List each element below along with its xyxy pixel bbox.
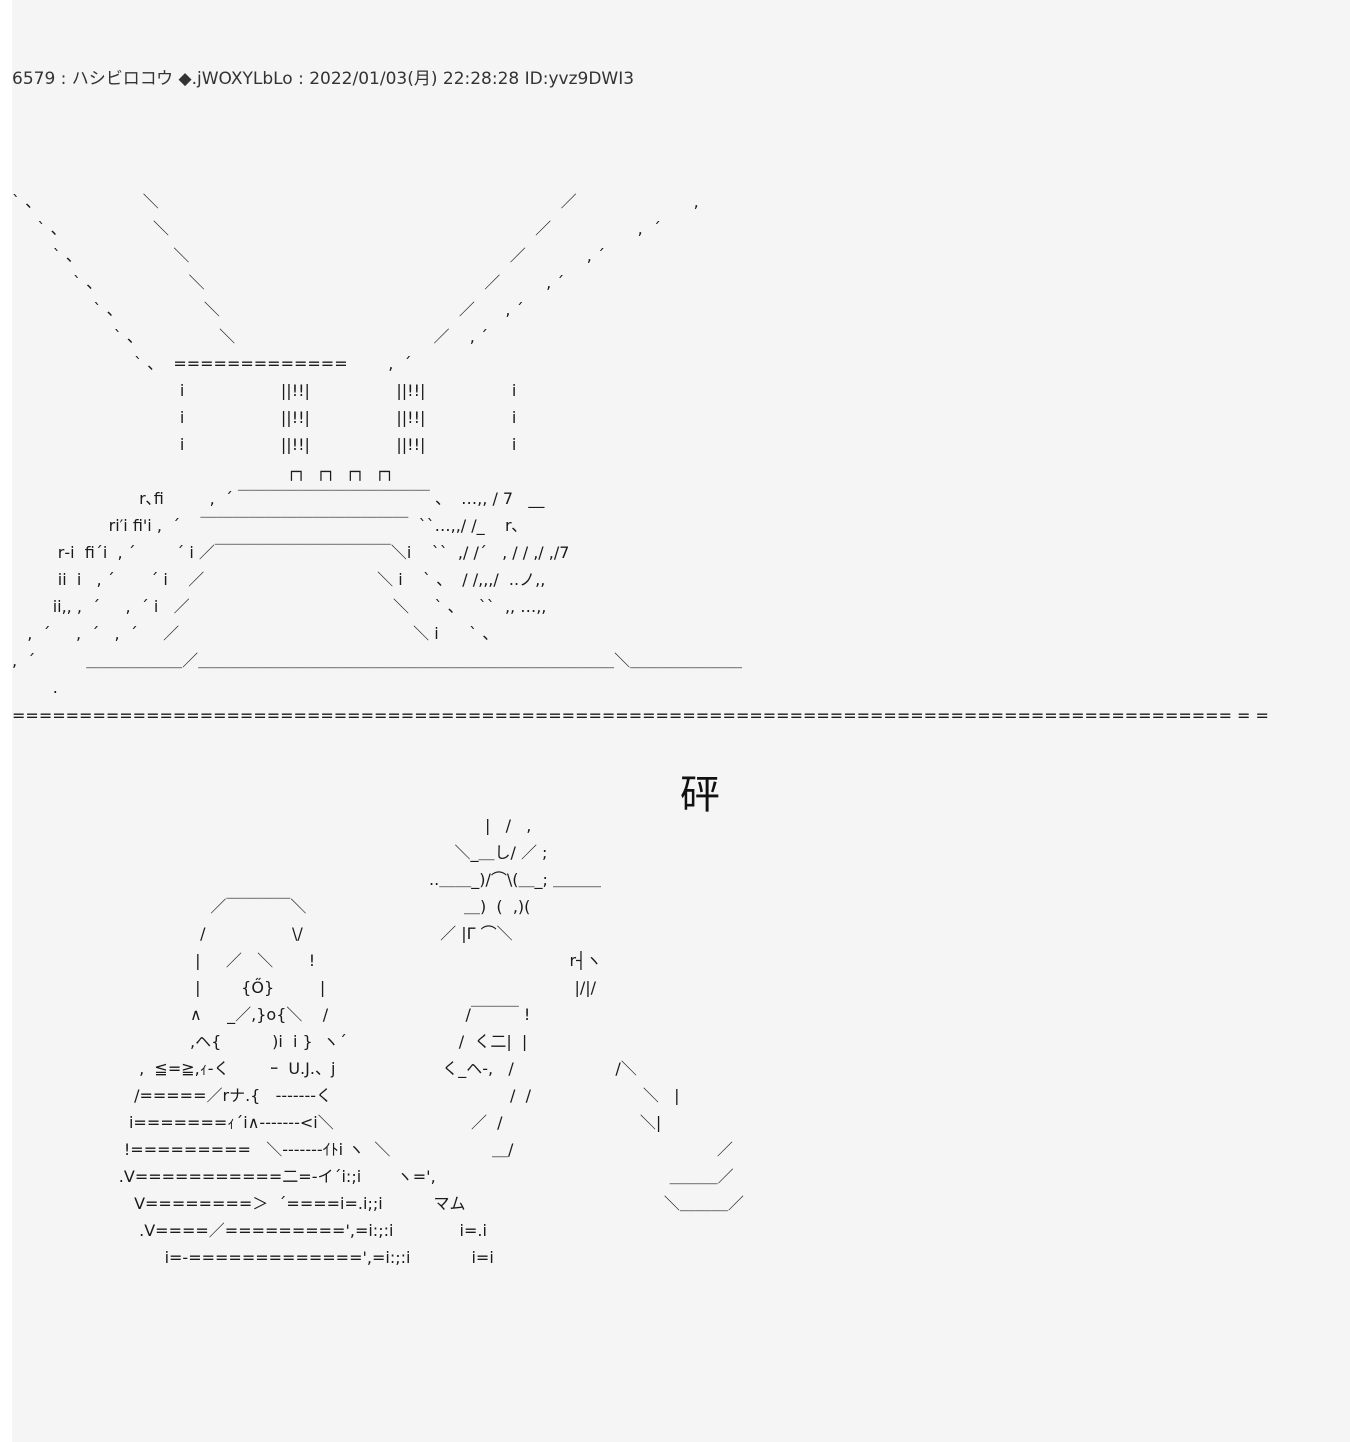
section-divider: ========================================… (12, 706, 1269, 725)
sound-effect-text: 砰 (680, 772, 720, 818)
ascii-art-character-impact: | / , ＼_＿し/ ／ ; ..＿＿_)/⌒\(＿ (118, 816, 744, 1267)
post-container: 6579 : ハシビロコウ ◆.jWOXYLbLo : 2022/01/03(月… (12, 0, 1350, 1442)
ascii-art-torii-stage: ` 、 ＼ ／ , ` 、 ＼ (12, 192, 743, 697)
post-header: 6579 : ハシビロコウ ◆.jWOXYLbLo : 2022/01/03(月… (12, 69, 635, 89)
